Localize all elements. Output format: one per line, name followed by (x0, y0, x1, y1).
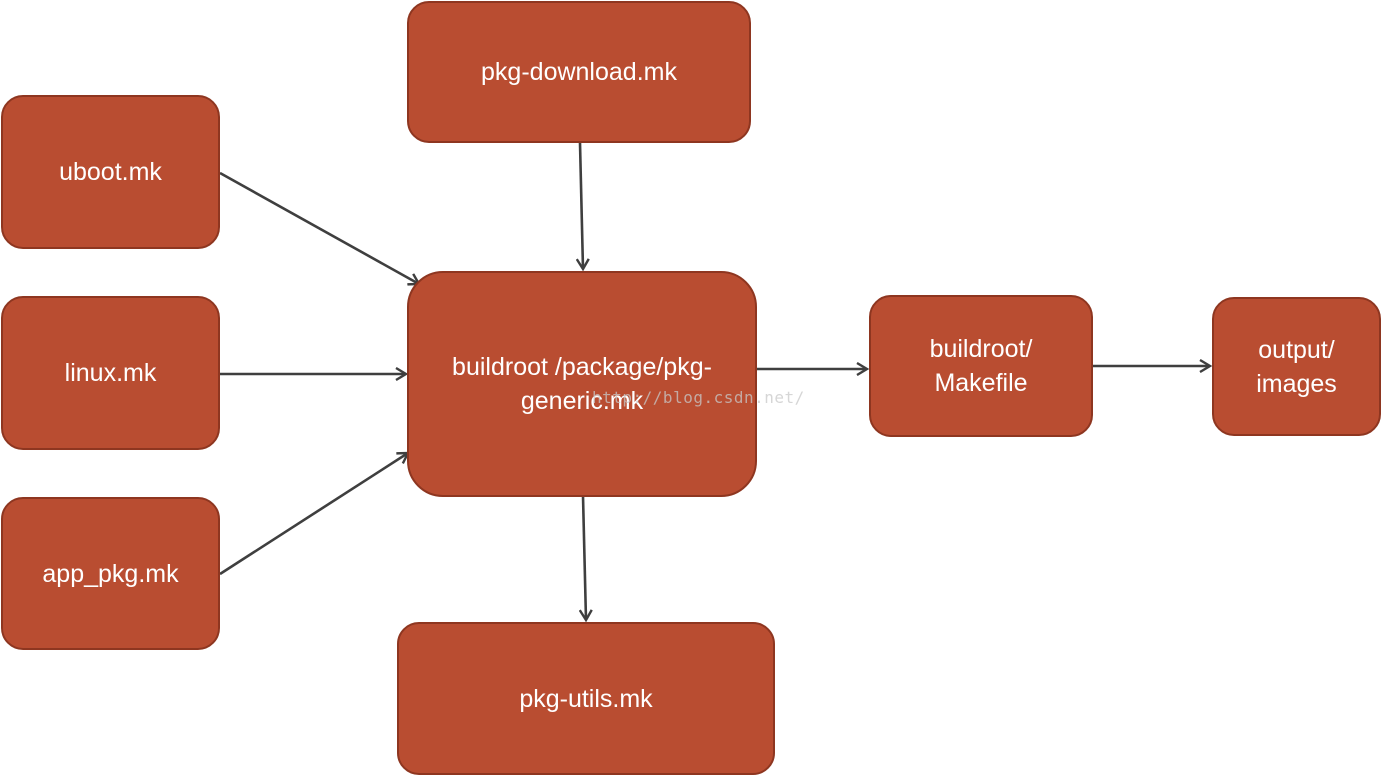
node-makefile[interactable]: buildroot/ Makefile (869, 295, 1093, 437)
node-app-pkg-label: app_pkg.mk (42, 559, 179, 588)
node-pkg-utils-label: pkg-utils.mk (519, 684, 653, 713)
node-uboot[interactable]: uboot.mk (1, 95, 220, 249)
node-app-pkg[interactable]: app_pkg.mk (1, 497, 220, 650)
node-pkg-generic-label: buildroot /package/pkg- generic.mk (452, 353, 712, 415)
edge-pkg-download-to-pkg-generic (580, 142, 583, 269)
node-output-images-label: output/ images (1256, 335, 1337, 398)
node-linux[interactable]: linux.mk (1, 296, 220, 450)
watermark-text: http://blog.csdn.net/ (592, 388, 805, 407)
edge-pkg-generic-to-pkg-utils (583, 495, 586, 620)
node-uboot-label: uboot.mk (59, 158, 162, 186)
node-output-images[interactable]: output/ images (1212, 297, 1381, 436)
node-pkg-download[interactable]: pkg-download.mk (407, 1, 751, 143)
node-pkg-generic[interactable]: buildroot /package/pkg- generic.mk (407, 271, 757, 497)
node-linux-label: linux.mk (64, 359, 157, 387)
edge-uboot-to-pkg-generic (219, 171, 419, 284)
node-pkg-utils[interactable]: pkg-utils.mk (397, 622, 775, 775)
node-pkg-download-label: pkg-download.mk (481, 58, 677, 86)
node-makefile-label: buildroot/ Makefile (929, 335, 1033, 397)
edge-app-pkg-to-pkg-generic (219, 453, 408, 576)
